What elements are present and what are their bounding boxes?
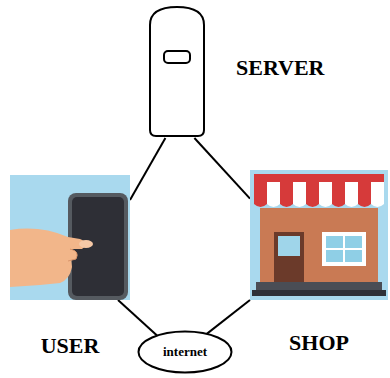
shop-illustration bbox=[250, 170, 388, 300]
phone-illustration bbox=[10, 175, 130, 300]
node-label: SERVER bbox=[236, 55, 324, 81]
user-node: USER bbox=[10, 175, 130, 300]
server-icon bbox=[148, 5, 206, 138]
connector-line bbox=[118, 300, 158, 337]
node-label: internet bbox=[163, 344, 207, 360]
connector-line bbox=[206, 300, 250, 334]
node-label: SHOP bbox=[289, 330, 349, 356]
connector-line bbox=[130, 138, 165, 200]
shop-node: SHOP bbox=[250, 170, 388, 300]
internet-node: internet bbox=[137, 330, 233, 374]
server-node: SERVER bbox=[148, 5, 206, 138]
node-label: USER bbox=[41, 333, 100, 359]
connector-line bbox=[194, 138, 250, 199]
